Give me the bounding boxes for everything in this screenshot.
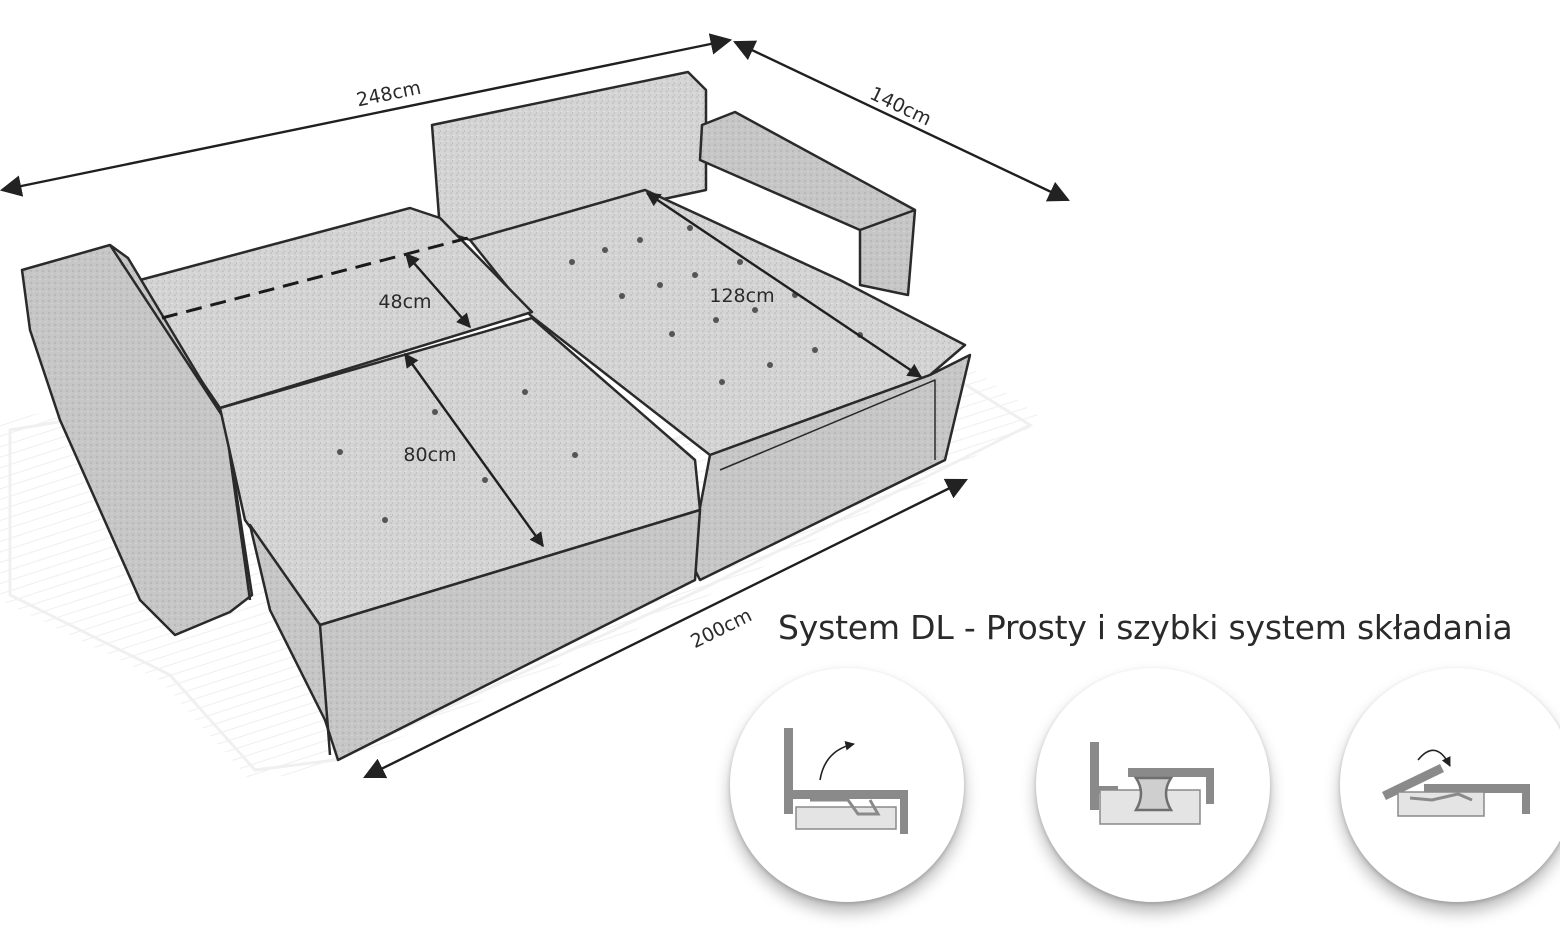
label-depth: 140cm: [866, 83, 934, 131]
armrest-left: [20, 243, 254, 637]
arrow-total-width: [0, 33, 733, 197]
sofa-sitting-position-icon: [784, 728, 908, 834]
label-seat-depth: 80cm: [403, 444, 456, 466]
step-3-circle: [1340, 668, 1560, 902]
sofa-lifting-mechanism-icon: [1090, 742, 1214, 825]
arrow-seat: [404, 352, 544, 548]
arrow-chaise: [645, 192, 923, 378]
step-1-circle: [730, 668, 964, 902]
sofa-bed-unfolded-icon: [1382, 749, 1530, 817]
backrest-dashed-line: [161, 236, 469, 320]
folding-system-caption: System DL - Prosty i szybki system skład…: [778, 608, 1513, 647]
arrow-depth: [733, 40, 1070, 202]
arrow-front-width: [363, 478, 968, 779]
label-backrest-depth: 48cm: [378, 291, 431, 313]
dimension-arrows: [0, 33, 1070, 779]
arrow-backrest: [405, 252, 471, 329]
step-2-circle: [1036, 668, 1270, 902]
label-chaise-width: 128cm: [709, 285, 774, 307]
